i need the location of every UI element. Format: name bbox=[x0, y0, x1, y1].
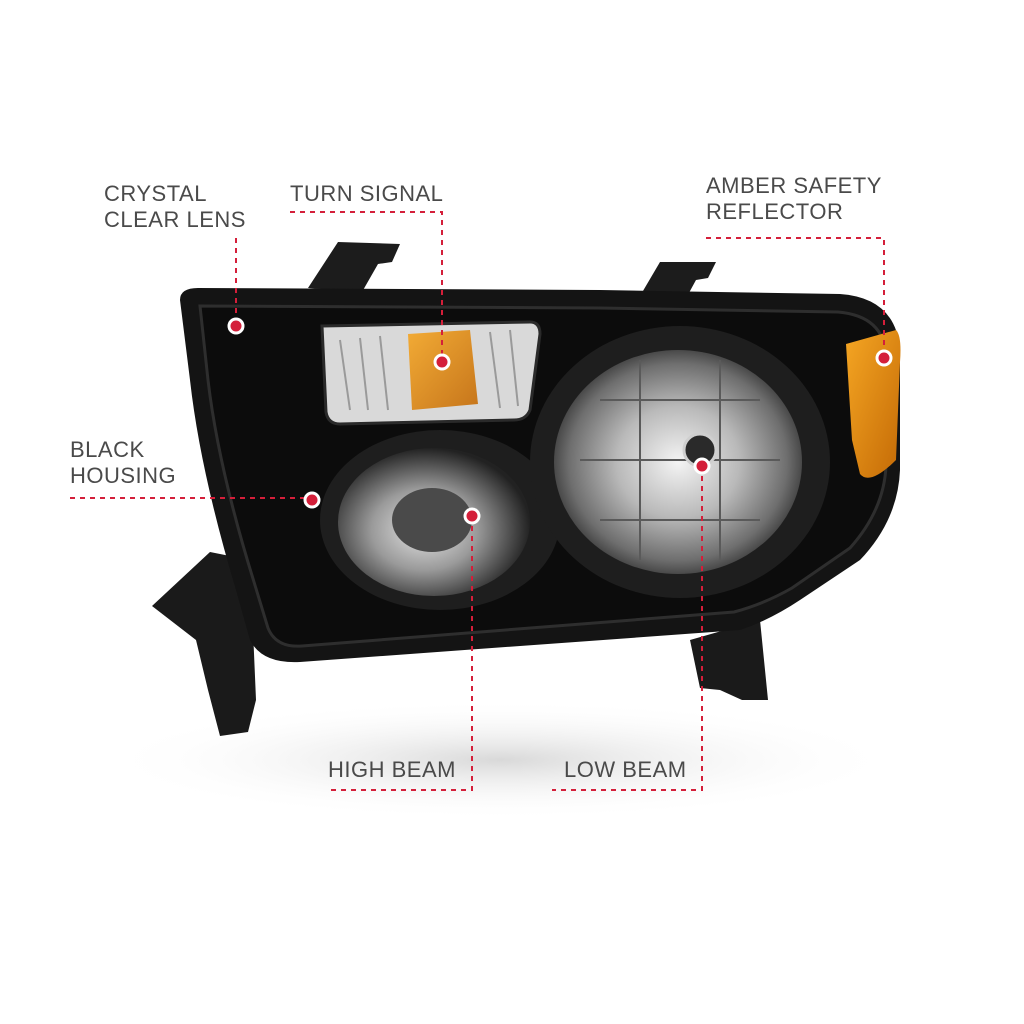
lower-bracket-left bbox=[152, 552, 256, 736]
callout-amber-safety-reflector-line2: REFLECTOR bbox=[706, 199, 844, 224]
marker-turn-signal bbox=[433, 353, 451, 371]
floor-shadow bbox=[100, 700, 900, 820]
callout-crystal-clear-lens-line1: CRYSTAL bbox=[104, 181, 207, 206]
lower-bracket-right bbox=[690, 620, 768, 700]
high-beam-bowl bbox=[554, 350, 802, 574]
turn-signal-optic-lines bbox=[339, 329, 519, 411]
high-beam-reflector-facets bbox=[580, 360, 780, 560]
top-mount-tab-left bbox=[308, 242, 400, 292]
callout-black-housing: BLACK HOUSING bbox=[70, 437, 176, 489]
callout-turn-signal-text: TURN SIGNAL bbox=[290, 181, 444, 206]
marker-crystal-clear-lens bbox=[227, 317, 245, 335]
callout-turn-signal: TURN SIGNAL bbox=[290, 181, 443, 207]
marker-low-beam bbox=[693, 457, 711, 475]
callout-crystal-clear-lens-line2: CLEAR LENS bbox=[104, 207, 246, 232]
callout-low-beam-text: LOW BEAM bbox=[564, 757, 687, 782]
callout-low-beam: LOW BEAM bbox=[564, 757, 687, 783]
callout-black-housing-line1: BLACK bbox=[70, 437, 145, 462]
leader-low-beam bbox=[552, 466, 703, 791]
callout-high-beam: HIGH BEAM bbox=[328, 757, 456, 783]
leader-turn-signal bbox=[290, 211, 443, 360]
leader-lines bbox=[70, 211, 885, 791]
callout-amber-safety-reflector-line1: AMBER SAFETY bbox=[706, 173, 882, 198]
marker-dots bbox=[227, 317, 893, 525]
leader-high-beam bbox=[328, 516, 473, 791]
callout-amber-safety-reflector: AMBER SAFETY REFLECTOR bbox=[706, 173, 882, 225]
low-beam-center bbox=[392, 488, 472, 552]
marker-amber-safety-reflector bbox=[875, 349, 893, 367]
callout-black-housing-line2: HOUSING bbox=[70, 463, 177, 488]
marker-high-beam bbox=[463, 507, 481, 525]
marker-black-housing bbox=[303, 491, 321, 509]
callout-high-beam-text: HIGH BEAM bbox=[328, 757, 456, 782]
callout-crystal-clear-lens: CRYSTAL CLEAR LENS bbox=[104, 181, 246, 233]
amber-side-reflector bbox=[846, 330, 901, 478]
